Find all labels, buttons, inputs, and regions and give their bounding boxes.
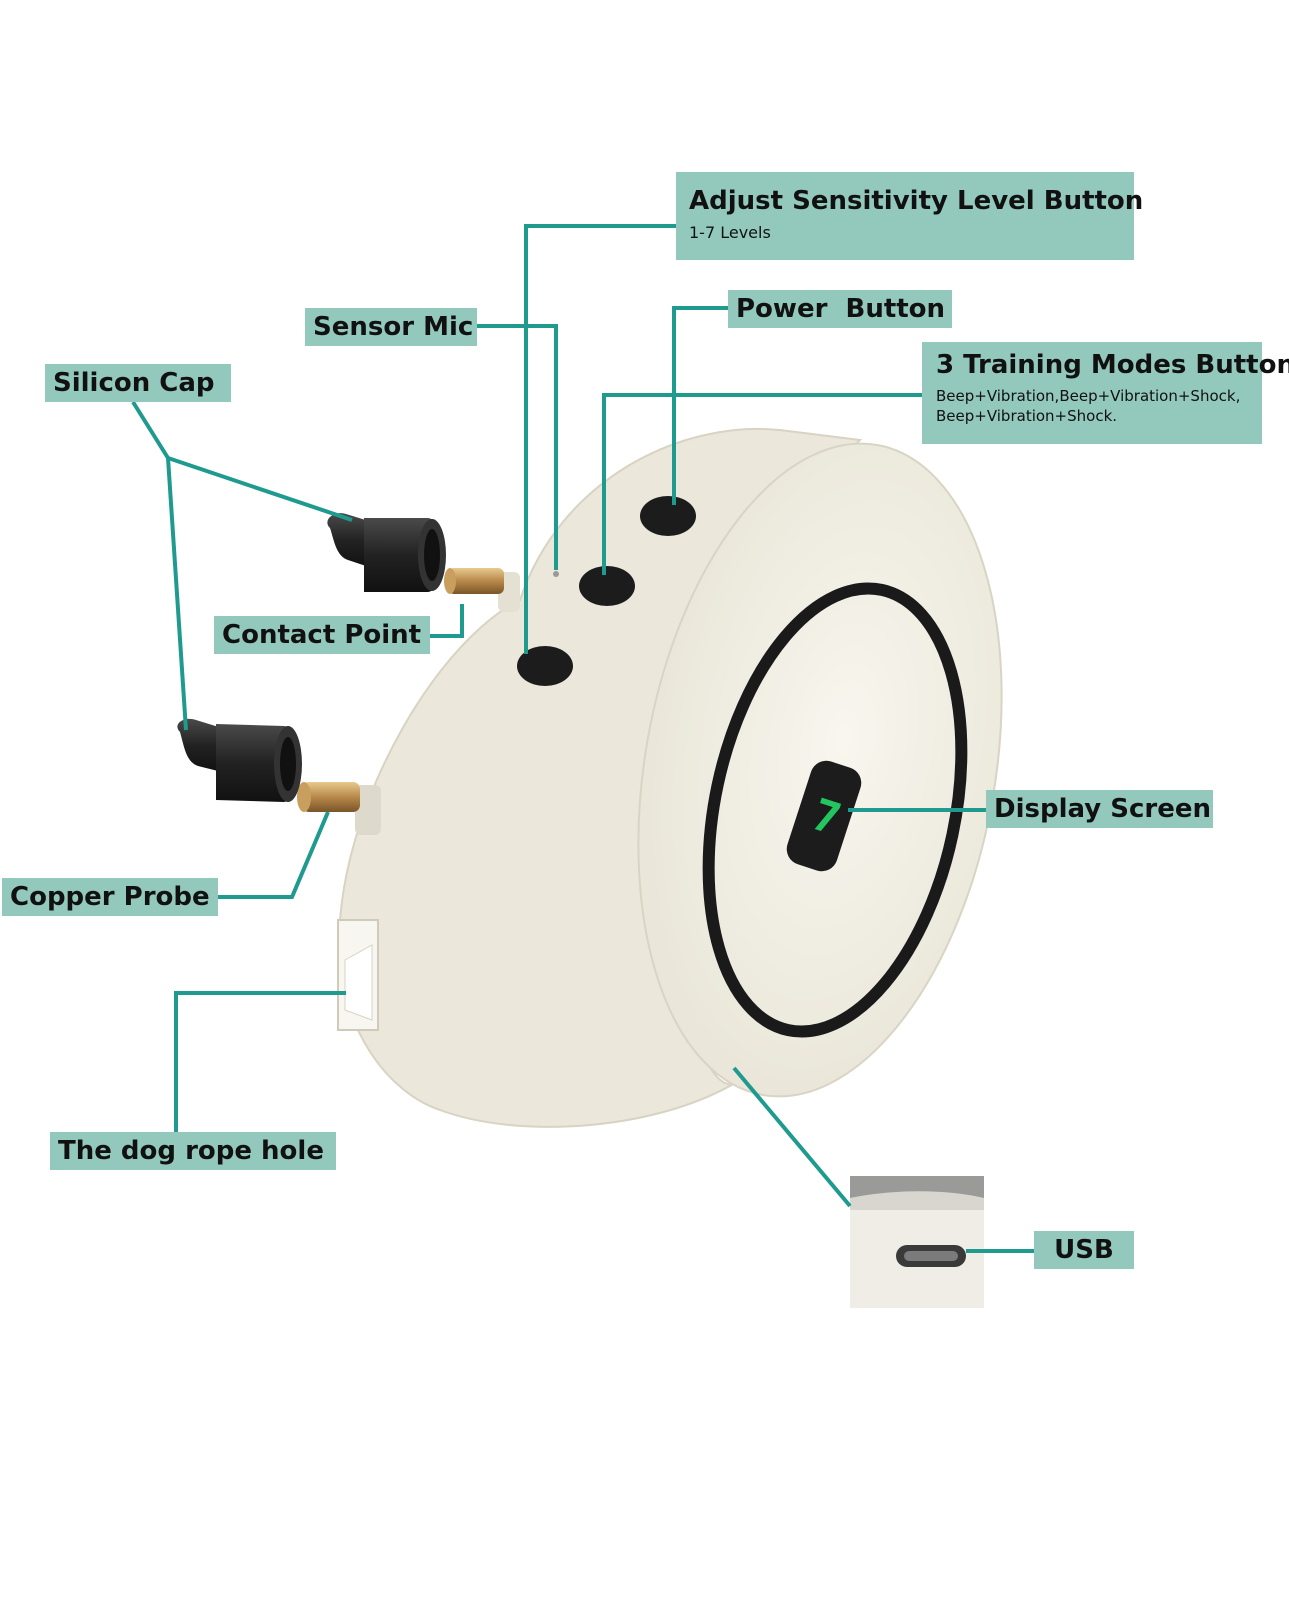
label-sensor-mic: Sensor Mic (305, 308, 477, 346)
label-copper-probe-title: Copper Probe (10, 882, 210, 912)
leader-sensor-mic (476, 324, 558, 570)
silicon-cap-top (327, 513, 446, 592)
label-power-button: Power Button (728, 290, 952, 328)
label-power-button-title: Power Button (736, 294, 946, 324)
label-training-modes-sub2: Beep+Vibration+Shock. (936, 407, 1118, 425)
leader-sensitivity (524, 224, 676, 654)
leader-rope-hole (174, 991, 346, 1134)
label-usb: USB (1034, 1231, 1134, 1269)
label-dog-rope-hole-title: The dog rope hole (58, 1136, 324, 1166)
label-sensor-mic-title: Sensor Mic (313, 312, 474, 342)
label-adjust-sensitivity-sub: 1-7 Levels (689, 223, 771, 242)
leader-power (672, 306, 728, 505)
label-display-screen-title: Display Screen (994, 794, 1211, 824)
leader-contact-point (430, 604, 464, 638)
label-silicon-cap: Silicon Cap (45, 364, 231, 402)
leader-silicon-cap-a (131, 400, 353, 522)
leader-training-modes (602, 393, 922, 575)
label-training-modes-sub1: Beep+Vibration,Beep+Vibration+Shock, (936, 387, 1241, 405)
label-training-modes-title: 3 Training Modes Button (936, 350, 1289, 380)
device-ring (702, 582, 968, 1038)
label-contact-point: Contact Point (214, 616, 430, 654)
label-display-screen: Display Screen (986, 790, 1213, 828)
leader-usb-a (732, 1066, 852, 1208)
label-contact-point-title: Contact Point (222, 620, 422, 650)
usb-inset (850, 1176, 984, 1308)
power-button-cap (640, 496, 696, 536)
copper-probe-top (444, 568, 504, 594)
probe-socket-bottom (355, 785, 381, 835)
label-training-modes: 3 Training Modes Button Beep+Vibration,B… (922, 342, 1289, 444)
leader-lines (131, 224, 1034, 1253)
display-screen (786, 760, 862, 872)
sensitivity-button-cap (517, 646, 573, 686)
mic-hole (553, 571, 559, 577)
label-copper-probe: Copper Probe (2, 878, 218, 916)
label-dog-rope-hole: The dog rope hole (50, 1132, 336, 1170)
label-adjust-sensitivity-title: Adjust Sensitivity Level Button (689, 186, 1144, 216)
label-silicon-cap-title: Silicon Cap (53, 368, 215, 398)
leader-copper-probe (218, 811, 330, 899)
collar-device: 7 (337, 428, 1003, 1128)
leader-silicon-cap-b (166, 457, 188, 731)
label-adjust-sensitivity: Adjust Sensitivity Level Button 1-7 Leve… (676, 172, 1144, 260)
label-usb-title: USB (1054, 1235, 1114, 1265)
silicon-cap-bottom (177, 718, 302, 802)
copper-probe-bottom (297, 782, 360, 812)
mode-button-cap (579, 566, 635, 606)
